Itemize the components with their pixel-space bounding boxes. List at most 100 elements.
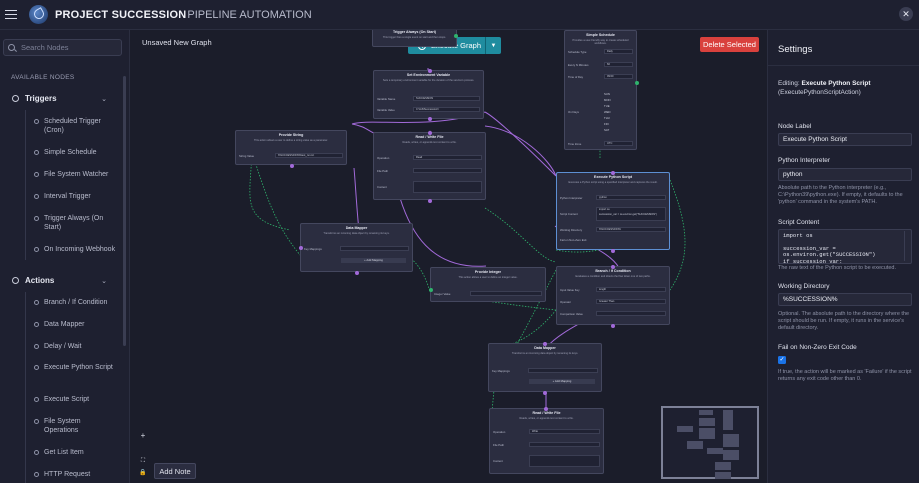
node-icon xyxy=(34,300,39,305)
output-port[interactable] xyxy=(635,81,639,85)
interpreter-help: Absolute path to the Python interpreter … xyxy=(778,185,903,205)
node-icon xyxy=(34,150,39,155)
input-port[interactable] xyxy=(543,342,547,346)
fail-on-exit-label: Fail on Non-Zero Exit Code xyxy=(778,344,857,351)
sidebar-item-data-mapper[interactable]: Data Mapper xyxy=(34,320,116,329)
sidebar-item-webhook[interactable]: On Incoming Webhook xyxy=(34,245,116,254)
output-port[interactable] xyxy=(611,324,615,328)
available-nodes-label: AVAILABLE NODES xyxy=(11,74,75,81)
node-provide-string[interactable]: Provide String This action allows a user… xyxy=(235,130,347,168)
add-mapping-button[interactable]: + Add Mapping xyxy=(529,379,595,384)
script-content-textarea[interactable]: import os succession_var = os.environ.ge… xyxy=(778,229,912,264)
sidebar-item-execute-python[interactable]: Execute Python Script xyxy=(34,363,116,372)
node-provide-integer[interactable]: Provide Integer This action allows a use… xyxy=(429,267,546,302)
add-mapping-button[interactable]: + Add Mapping xyxy=(341,258,406,263)
sidebar-item-get-list-item[interactable]: Get List Item xyxy=(34,448,116,457)
node-branch[interactable]: Branch / If Condition Evaluates a condit… xyxy=(556,265,670,328)
output-port[interactable] xyxy=(428,117,432,121)
output-port[interactable] xyxy=(454,34,458,38)
output-port[interactable] xyxy=(543,391,547,395)
delete-selected-button[interactable]: Delete Selected xyxy=(700,37,759,52)
output-port[interactable] xyxy=(428,199,432,203)
script-content-help: The raw text of the Python script to be … xyxy=(778,265,897,271)
node-execute-python[interactable]: Execute Python Script Executes a Python … xyxy=(556,171,670,253)
close-icon[interactable]: ✕ xyxy=(899,7,913,21)
fail-on-exit-checkbox[interactable]: ✓ xyxy=(778,356,786,364)
minimap[interactable] xyxy=(661,406,759,479)
sidebar-item-file-system-watcher[interactable]: File System Watcher xyxy=(34,170,116,179)
textarea-scrollbar[interactable] xyxy=(904,231,909,261)
chevron-down-icon: ⌄ xyxy=(101,277,107,285)
input-port[interactable] xyxy=(429,288,433,292)
node-icon xyxy=(34,365,39,370)
node-set-env-var[interactable]: Set Environment Variable Sets a temporar… xyxy=(373,69,484,121)
sidebar-item-trigger-always[interactable]: Trigger Always (On Start) xyxy=(34,214,116,232)
node-icon xyxy=(34,172,39,177)
input-port[interactable] xyxy=(611,171,615,175)
sidebar-item-http-request[interactable]: HTTP Request xyxy=(34,470,116,479)
node-icon xyxy=(34,450,39,455)
node-data-mapper-2[interactable]: Data Mapper Transforms an incoming data … xyxy=(488,342,602,395)
fail-on-exit-help: If true, the action will be marked as 'F… xyxy=(778,369,912,382)
node-data-mapper-1[interactable]: Data Mapper Transforms an incoming data … xyxy=(299,223,413,275)
graph-canvas[interactable]: Unsaved New Graph Execute Graph ▼ Delete… xyxy=(130,30,767,483)
input-port[interactable] xyxy=(299,246,303,250)
category-actions[interactable]: Actions ⌄ xyxy=(12,276,107,285)
output-port[interactable] xyxy=(290,164,294,168)
input-port[interactable] xyxy=(611,265,615,269)
sidebar-item-scheduled-trigger[interactable]: Scheduled Trigger (Cron) xyxy=(34,117,116,135)
output-port[interactable] xyxy=(611,249,615,253)
category-triggers[interactable]: Triggers ⌄ xyxy=(12,94,107,103)
node-trigger-always[interactable]: Trigger Always (On Start) This trigger f… xyxy=(372,30,458,47)
fit-view-button[interactable]: ⛶ xyxy=(140,458,146,464)
node-simple-schedule[interactable]: Simple Schedule Provides a user-friendly… xyxy=(564,30,639,150)
sidebar-item-branch[interactable]: Branch / If Condition xyxy=(34,298,116,307)
node-icon xyxy=(34,344,39,349)
add-note-button[interactable]: Add Note xyxy=(154,463,196,479)
input-port[interactable] xyxy=(428,69,432,73)
node-icon xyxy=(34,472,39,477)
actions-icon xyxy=(12,277,19,284)
category-label: Actions xyxy=(25,276,55,285)
lock-icon[interactable]: 🔒 xyxy=(139,470,147,476)
node-read-write-file-2[interactable]: Read / Write File Reads, writes, or appe… xyxy=(489,407,604,474)
tree-line xyxy=(25,292,26,483)
chevron-down-icon[interactable]: ▼ xyxy=(485,37,501,54)
sidebar-item-interval-trigger[interactable]: Interval Trigger xyxy=(34,192,116,201)
app-header: PROJECT SUCCESSION PIPELINE AUTOMATION ✕ xyxy=(0,0,919,30)
node-icon xyxy=(34,397,39,402)
node-icon xyxy=(34,419,39,424)
tree-line xyxy=(25,110,26,260)
output-port[interactable] xyxy=(355,271,359,275)
sidebar-scrollbar[interactable] xyxy=(123,76,126,346)
node-icon xyxy=(34,119,39,124)
input-port[interactable] xyxy=(544,407,548,411)
input-port[interactable] xyxy=(428,131,432,135)
sidebar-item-simple-schedule[interactable]: Simple Schedule xyxy=(34,148,116,157)
app-logo xyxy=(29,5,48,24)
interpreter-input[interactable]: python xyxy=(778,168,912,181)
working-directory-input[interactable]: %SUCCESSION% xyxy=(778,293,912,306)
graph-status: Unsaved New Graph xyxy=(142,38,212,47)
interpreter-label: Python Interpreter xyxy=(778,157,831,164)
sidebar-item-execute-script[interactable]: Execute Script xyxy=(34,395,116,404)
working-directory-help: Optional. The absolute path to the direc… xyxy=(778,311,910,331)
sidebar-item-delay[interactable]: Delay / Wait xyxy=(34,342,116,351)
search-input[interactable] xyxy=(21,43,116,52)
settings-title: Settings xyxy=(778,44,813,55)
working-directory-label: Working Directory xyxy=(778,283,830,290)
node-icon xyxy=(34,194,39,199)
chevron-down-icon: ⌄ xyxy=(101,95,107,103)
app-subtitle: PIPELINE AUTOMATION xyxy=(187,8,312,21)
menu-icon[interactable] xyxy=(5,7,17,22)
script-content-label: Script Content xyxy=(778,219,820,226)
zoom-in-button[interactable]: + xyxy=(140,431,146,440)
node-icon xyxy=(34,247,39,252)
node-read-write-file-1[interactable]: Read / Write File Reads, writes, or appe… xyxy=(373,131,486,203)
search-box xyxy=(3,39,122,56)
divider xyxy=(768,65,919,66)
editing-info: Editing: Execute Python Script (ExecuteP… xyxy=(778,80,871,96)
sidebar-item-file-system-operations[interactable]: File System Operations xyxy=(34,417,116,435)
node-label-input[interactable]: Execute Python Script xyxy=(778,133,912,146)
triggers-icon xyxy=(12,95,19,102)
